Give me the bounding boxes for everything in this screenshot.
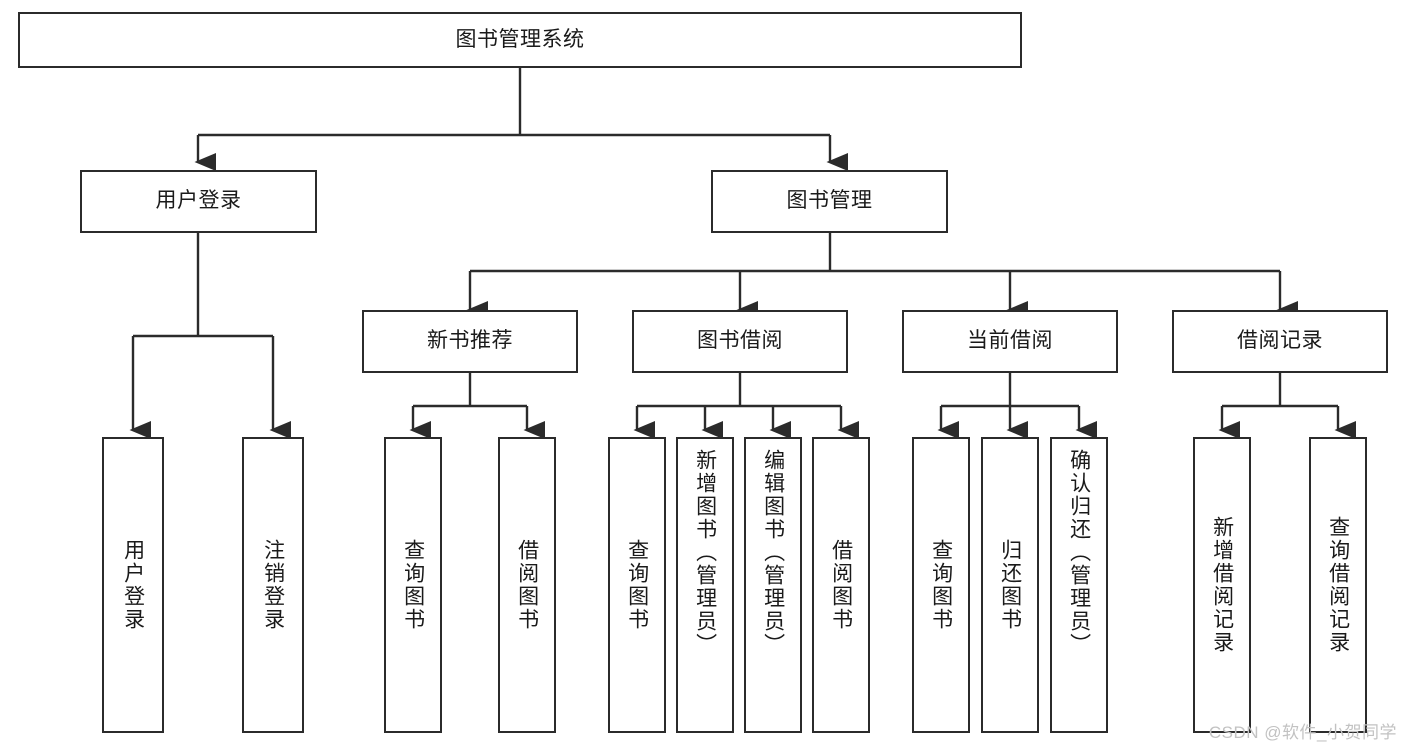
node-borrow-record-label: 借阅记录: [1237, 329, 1323, 353]
node-new-book-recommend[interactable]: 新书推荐: [362, 310, 578, 373]
node-book-management-label: 图书管理: [786, 189, 873, 213]
node-user-login[interactable]: 用户登录: [80, 170, 317, 233]
leaf-record-add-label: 新增借阅记录: [1210, 516, 1234, 654]
leaf-newbook-borrow-label: 借阅图书: [515, 539, 539, 631]
leaf-current-return-book-label: 归还图书: [998, 539, 1022, 631]
leaf-newbook-query[interactable]: 查询图书: [384, 437, 442, 733]
leaf-user-logout[interactable]: 注销登录: [242, 437, 304, 733]
leaf-record-add[interactable]: 新增借阅记录: [1193, 437, 1251, 733]
leaf-borrow-edit-book-label: 编辑图书（管理员）: [761, 449, 785, 656]
leaf-borrow-query-book-label: 查询图书: [625, 539, 649, 631]
leaf-current-query-book[interactable]: 查询图书: [912, 437, 970, 733]
leaf-borrow-add-book[interactable]: 新增图书（管理员）: [676, 437, 734, 733]
node-book-borrow-label: 图书借阅: [697, 329, 783, 353]
leaf-user-login-label: 用户登录: [121, 539, 145, 631]
leaf-newbook-borrow[interactable]: 借阅图书: [498, 437, 556, 733]
leaf-borrow-edit-book[interactable]: 编辑图书（管理员）: [744, 437, 802, 733]
leaf-user-login[interactable]: 用户登录: [102, 437, 164, 733]
node-current-borrow[interactable]: 当前借阅: [902, 310, 1118, 373]
leaf-borrow-borrow-book-label: 借阅图书: [829, 539, 853, 631]
leaf-borrow-query-book[interactable]: 查询图书: [608, 437, 666, 733]
leaf-current-query-book-label: 查询图书: [929, 539, 953, 631]
node-new-book-recommend-label: 新书推荐: [427, 329, 513, 353]
node-user-login-label: 用户登录: [155, 189, 242, 213]
leaf-current-confirm-return-label: 确认归还（管理员）: [1067, 449, 1091, 656]
node-borrow-record[interactable]: 借阅记录: [1172, 310, 1388, 373]
leaf-borrow-borrow-book[interactable]: 借阅图书: [812, 437, 870, 733]
node-book-borrow[interactable]: 图书借阅: [632, 310, 848, 373]
csdn-watermark: CSDN @软件_小贺同学: [1208, 723, 1397, 742]
leaf-user-logout-label: 注销登录: [261, 539, 285, 631]
leaf-current-return-book[interactable]: 归还图书: [981, 437, 1039, 733]
leaf-newbook-query-label: 查询图书: [401, 539, 425, 631]
node-root-label: 图书管理系统: [455, 27, 585, 51]
node-book-management[interactable]: 图书管理: [711, 170, 948, 233]
leaf-current-confirm-return[interactable]: 确认归还（管理员）: [1050, 437, 1108, 733]
leaf-record-query-label: 查询借阅记录: [1326, 516, 1350, 654]
node-current-borrow-label: 当前借阅: [967, 329, 1053, 353]
leaf-borrow-add-book-label: 新增图书（管理员）: [693, 449, 717, 656]
node-root[interactable]: 图书管理系统: [18, 12, 1022, 68]
leaf-record-query[interactable]: 查询借阅记录: [1309, 437, 1367, 733]
